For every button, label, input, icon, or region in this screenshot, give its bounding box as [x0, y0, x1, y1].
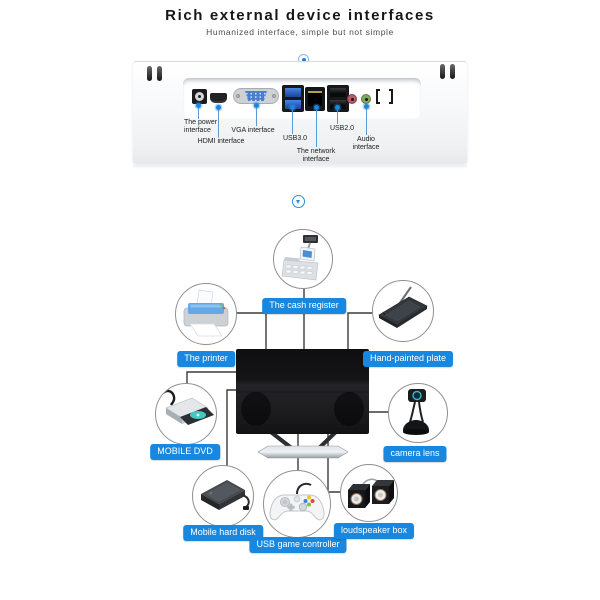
device-label-mobile-hard-disk: Mobile hard disk: [183, 525, 263, 541]
page-title: Rich external device interfaces: [165, 7, 435, 24]
callout-dot: [364, 104, 369, 109]
port-label-power: The power interface: [184, 119, 218, 134]
callout-dot: [216, 105, 221, 110]
callout-dot: [314, 105, 319, 110]
port-label-hdmi: HDMI interface: [197, 138, 245, 145]
usb2-port-icon: [327, 85, 349, 112]
callout-dot: [196, 103, 201, 108]
port-label-vga: VGA interface: [231, 127, 275, 134]
callout-dot: [290, 105, 295, 110]
device-label-usb-game-controller: USB game controller: [249, 537, 347, 553]
device-label-mobile-dvd: MOBILE DVD: [150, 444, 220, 460]
printer-illustration: [175, 283, 237, 345]
hand-painted-plate-illustration: [372, 280, 434, 342]
usb3-port-icon: [282, 85, 304, 112]
camera-lens-illustration: [388, 383, 448, 443]
bar-reflection: [133, 165, 467, 169]
vent-slot-icon: [440, 64, 445, 79]
vga-port-icon: [233, 88, 279, 104]
callout-line: [316, 110, 317, 147]
loudspeaker-box-illustration: [340, 464, 398, 522]
monitor: [236, 349, 369, 434]
vent-slot-icon: [147, 66, 152, 81]
callout-line: [366, 109, 367, 135]
device-label-printer: The printer: [177, 351, 235, 367]
device-label-cash-register: The cash register: [262, 298, 346, 314]
mobile-dvd-illustration: [155, 383, 217, 445]
callout-line: [337, 110, 338, 124]
vent-slot-icon: [157, 66, 162, 81]
hdmi-port-icon: [210, 93, 227, 103]
port-recess: [183, 78, 421, 120]
io-panel-bar: [133, 61, 467, 164]
power-port-icon: [192, 89, 207, 104]
ethernet-port-icon: [305, 87, 325, 111]
port-label-usb2: USB2.0: [329, 125, 355, 132]
callout-line: [218, 110, 219, 137]
device-label-hand-painted-plate: Hand-painted plate: [362, 351, 454, 367]
mic-jack-icon: [347, 94, 357, 104]
usb-game-controller-illustration: [263, 470, 331, 538]
vent-slot-icon: [450, 64, 455, 79]
callout-line: [198, 108, 199, 119]
page-subtitle: Humanized interface, simple but not simp…: [206, 27, 394, 37]
bracket-mark-icon: [376, 89, 393, 104]
callout-dot: [254, 103, 259, 108]
callout-line: [292, 110, 293, 134]
device-label-camera-lens: camera lens: [383, 446, 447, 462]
audio-jack-icon: [361, 94, 371, 104]
chevron-down-circle-icon: [292, 195, 305, 208]
port-label-network: The network interface: [296, 148, 336, 163]
cash-register-illustration: [273, 229, 333, 289]
port-label-usb3: USB3.0: [282, 135, 308, 142]
mobile-hard-disk-illustration: [192, 465, 254, 527]
callout-line: [256, 108, 257, 126]
device-label-loudspeaker-box: loudspeaker box: [333, 523, 415, 539]
callout-dot: [335, 105, 340, 110]
port-label-audio: Audio interface: [352, 136, 380, 151]
